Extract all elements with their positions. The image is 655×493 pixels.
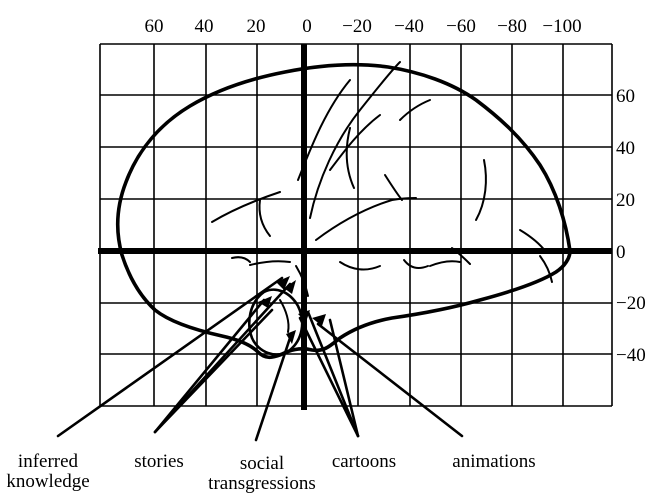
label-social-transgressions: transgressions: [208, 473, 316, 493]
top-tick-label: −60: [446, 16, 476, 37]
label-inferred-knowledge: knowledge: [6, 471, 89, 492]
right-tick-label: −20: [616, 293, 646, 314]
brain-contour: [118, 65, 570, 358]
label-cartoons: cartoons: [332, 451, 396, 472]
label-stories: stories: [134, 451, 184, 472]
brain-outline: [118, 62, 570, 357]
top-tick-label: 60: [145, 16, 164, 37]
right-tick-label: 20: [616, 190, 635, 211]
pointer-stories-3: [155, 310, 272, 432]
label-inferred-knowledge: inferred: [18, 451, 79, 472]
top-tick-label: −100: [542, 16, 581, 37]
label-social-transgressions: social: [240, 453, 284, 474]
top-axis-ticks: 60 40 20 0 −20 −40 −60 −80 −100: [145, 16, 582, 37]
right-axis-ticks: 60 40 20 0 −20 −40: [616, 86, 646, 366]
label-animations: animations: [452, 451, 535, 472]
top-tick-label: −40: [394, 16, 424, 37]
main-axes: [98, 44, 612, 410]
right-tick-label: 40: [616, 138, 635, 159]
pointer-cartoons-1: [300, 318, 358, 436]
right-tick-label: −40: [616, 345, 646, 366]
pointer-animations: [318, 324, 462, 436]
top-tick-label: 20: [247, 16, 266, 37]
top-tick-label: 0: [302, 16, 312, 37]
top-tick-label: −20: [342, 16, 372, 37]
right-tick-label: 60: [616, 86, 635, 107]
top-tick-label: −80: [497, 16, 527, 37]
right-tick-label: 0: [616, 242, 626, 263]
top-tick-label: 40: [195, 16, 214, 37]
